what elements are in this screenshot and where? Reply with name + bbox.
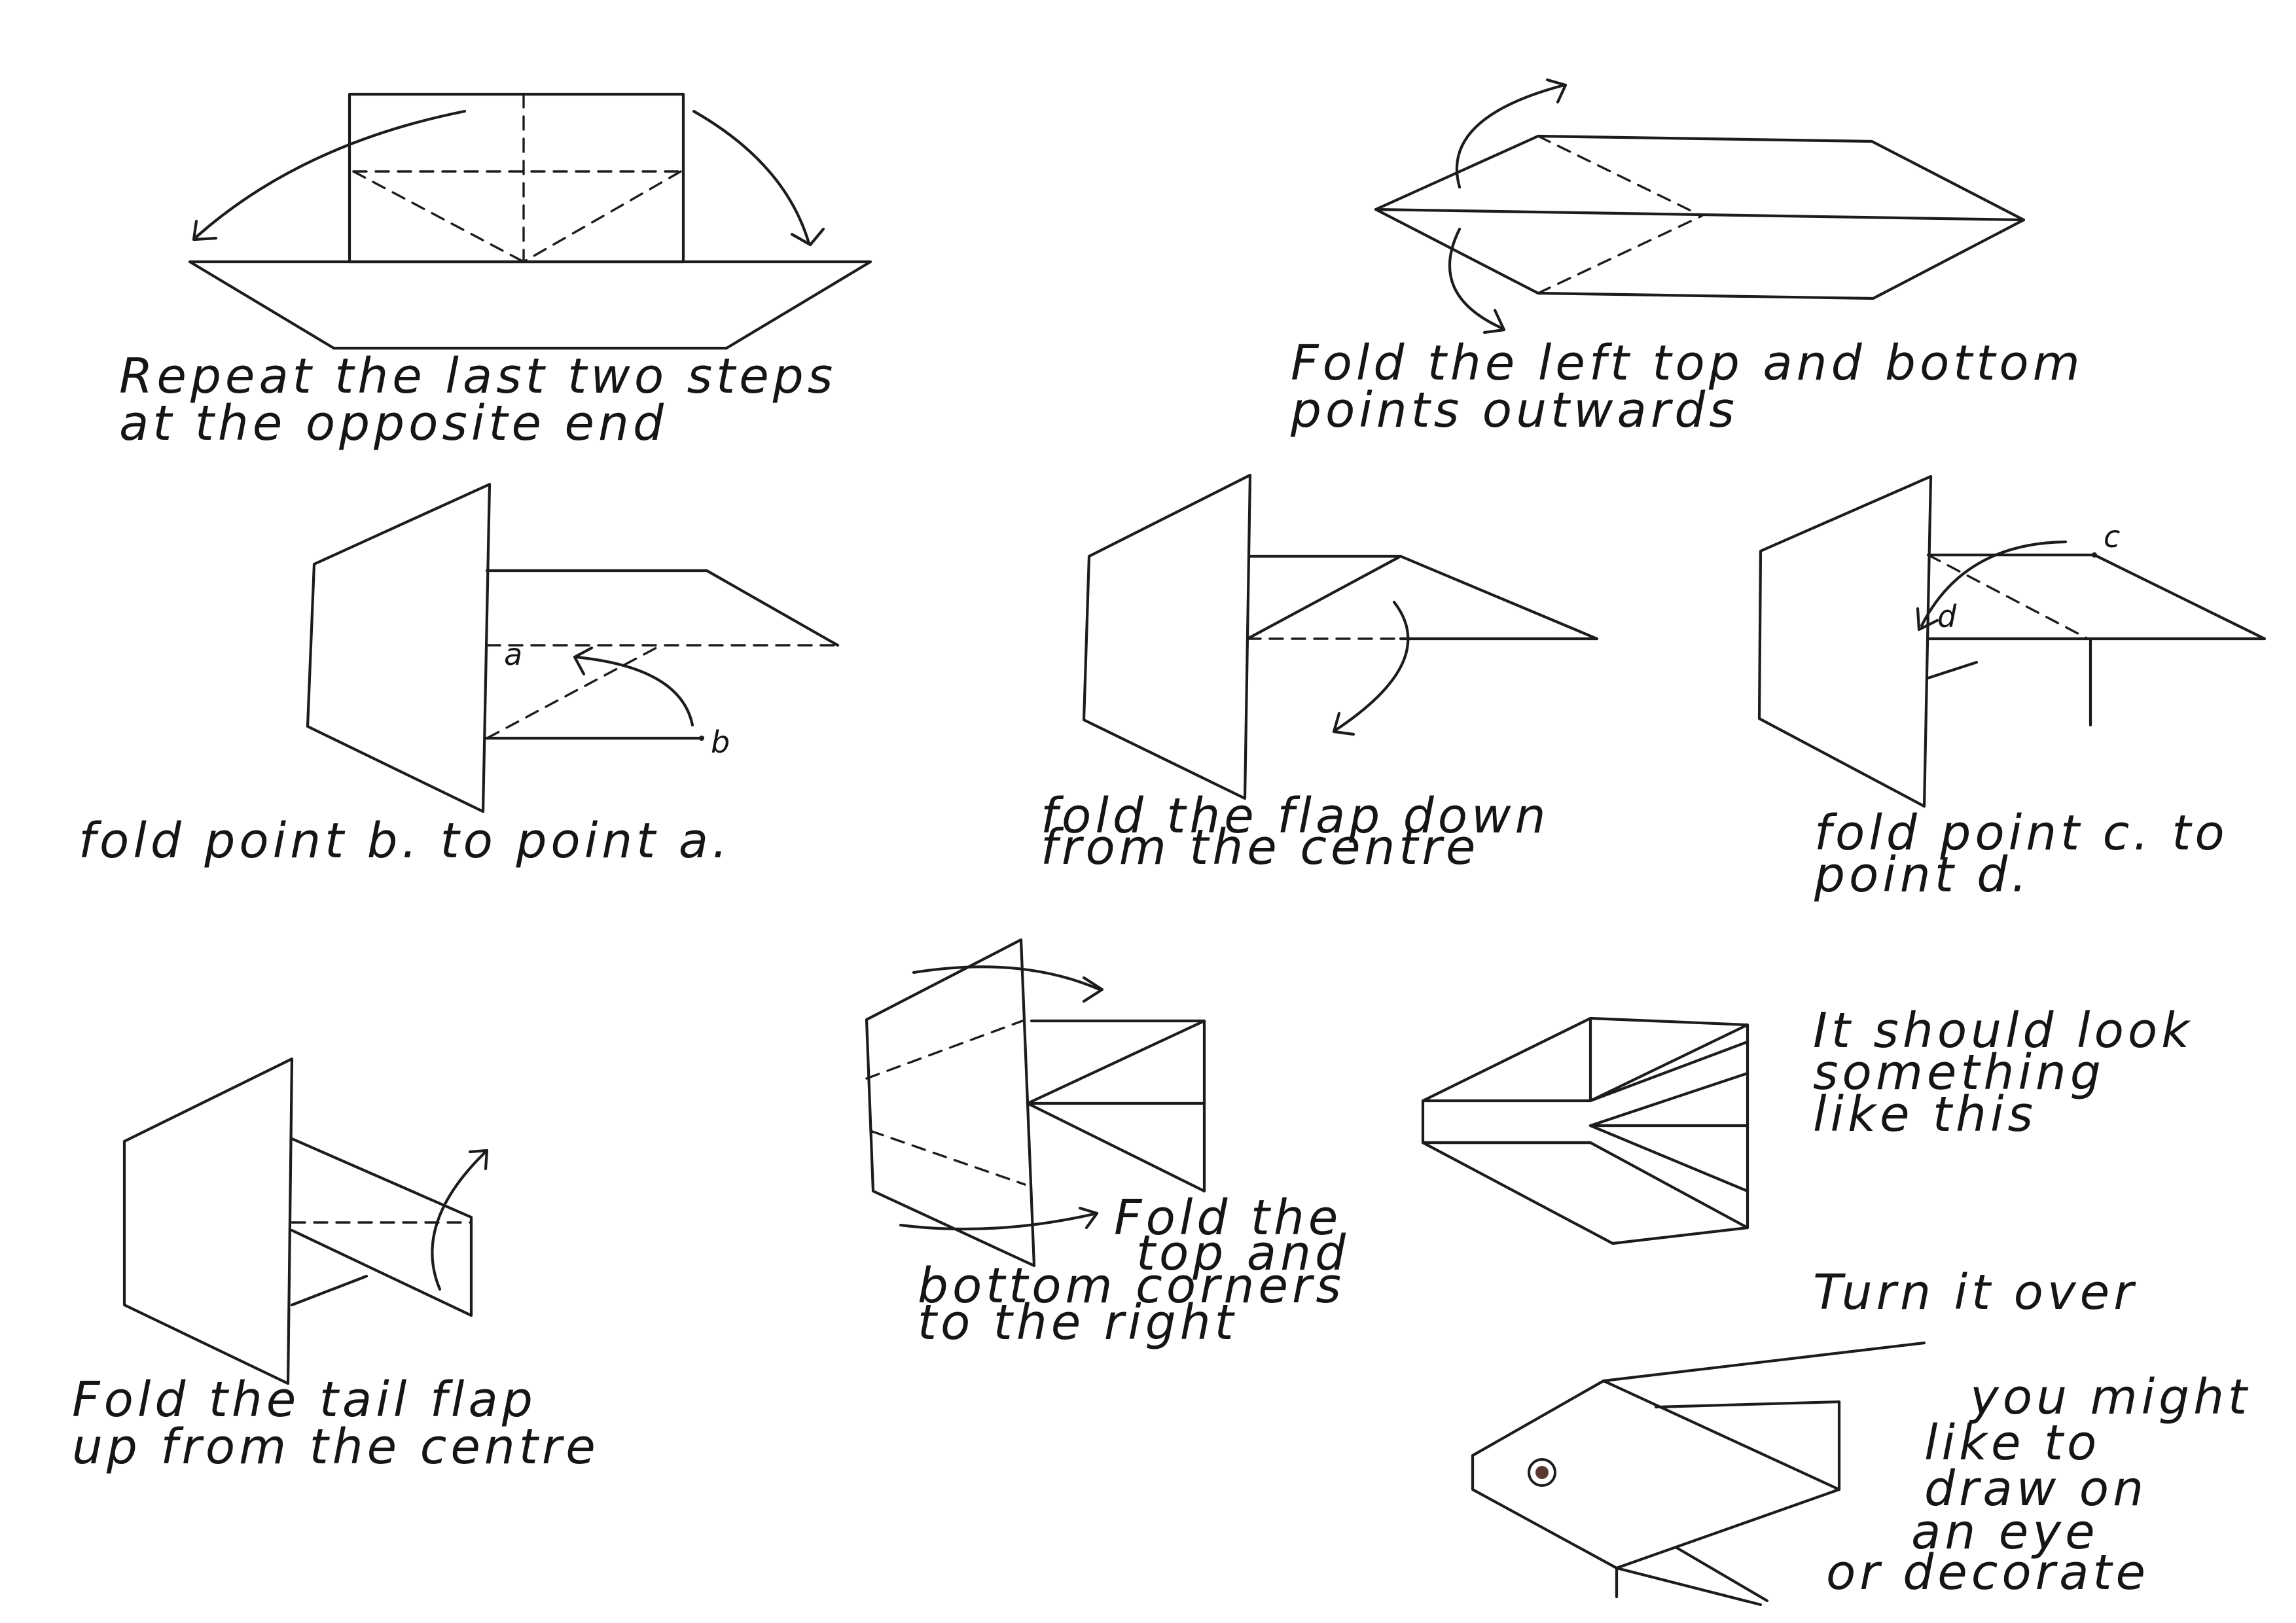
diagram-should-look (1421, 1016, 1749, 1245)
caption-repeat-ends: Repeat the last two steps at the opposit… (119, 348, 856, 452)
point-label-b: b (711, 724, 730, 760)
arrow-b-to-a (574, 655, 694, 727)
caption-fold-tail-flap: Fold the tail flap up from the centre (72, 1372, 600, 1475)
caption-fold-left-points: Fold the left top and bottom points outw… (1290, 335, 2103, 438)
diagram-finished-fish (1471, 1341, 1926, 1607)
arrowhead-up (1545, 78, 1568, 104)
arrowhead-left (192, 219, 218, 241)
arrowhead-right (790, 227, 825, 247)
diagram-fold-tail-flap (122, 1057, 489, 1385)
arrow-flap-down (1333, 600, 1410, 732)
arrowhead-flap-down (1332, 711, 1355, 736)
arrow-top-corner-right (912, 965, 1102, 991)
arrowhead-top-corner (1082, 976, 1104, 1003)
caption-should-look: It should look something like this (1813, 1003, 2213, 1143)
diagram-fold-left-points (1374, 78, 2026, 334)
diagram-fold-c-to-d: c d (1757, 474, 2267, 808)
arrowhead-bottom-corner (1078, 1206, 1099, 1230)
caption-decorate: you might like to draw on an eye or deco… (1826, 1369, 2270, 1601)
arrow-tail-flap-up (431, 1151, 486, 1291)
point-label-c: c (2104, 519, 2120, 554)
point-label-d: d (1937, 599, 1957, 634)
caption-turn-over: Turn it over (1813, 1264, 2138, 1321)
arrow-c-to-d (1920, 540, 2068, 628)
arrow-top-point-up (1455, 83, 1566, 189)
arrowhead-c-to-d (1916, 607, 1939, 632)
arrow-bottom-corner-right (899, 1211, 1099, 1231)
arrow-fold-left (194, 109, 467, 239)
caption-fold-flap-down: fold the flap down from the centre (1041, 788, 1569, 876)
diagram-fold-flap-down (1082, 473, 1599, 800)
fish-eye (1528, 1458, 1556, 1487)
arrowhead-tail-flap-up (468, 1149, 489, 1171)
point-label-a: a (504, 637, 522, 672)
arrowhead-down (1482, 308, 1506, 334)
caption-fold-b-to-a: fold point b. to point a. (79, 813, 732, 869)
caption-fold-c-to-d: fold point c. to point d. (1814, 805, 2248, 903)
diagram-fold-corners-right (865, 938, 1206, 1268)
arrow-fold-right (692, 109, 811, 245)
diagram-fold-b-to-a: a b (306, 482, 840, 813)
arrow-bottom-point-down (1448, 227, 1505, 330)
diagram-repeat-ends (188, 92, 872, 350)
arrowhead-b-to-a (573, 646, 594, 676)
caption-fold-corners-right: Fold the top and bottom corners to the r… (918, 1190, 1369, 1351)
